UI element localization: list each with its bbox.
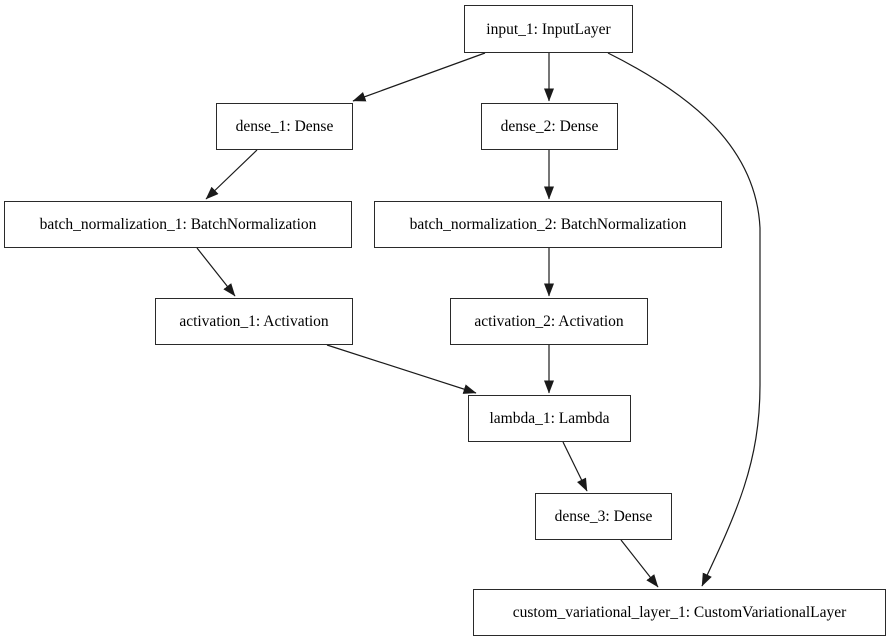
node-label-activation_2: activation_2: Activation bbox=[474, 313, 624, 331]
node-label-dense_1: dense_1: Dense bbox=[235, 118, 334, 136]
node-batch_normalization_2: batch_normalization_2: BatchNormalizatio… bbox=[374, 201, 722, 248]
node-label-batch_normalization_1: batch_normalization_1: BatchNormalizatio… bbox=[39, 216, 317, 234]
node-label-dense_2: dense_2: Dense bbox=[500, 118, 599, 136]
edge-input_1-to-custom_variational_layer_1 bbox=[607, 52, 761, 587]
node-label-custom_variational_layer_1: custom_variational_layer_1: CustomVariat… bbox=[512, 604, 847, 622]
edge-dense_3-to-custom_variational_layer_1 bbox=[620, 539, 659, 588]
node-label-input_1: input_1: InputLayer bbox=[486, 20, 611, 38]
edge-batch_normalization_1-to-activation_1 bbox=[196, 247, 236, 297]
node-custom_variational_layer_1: custom_variational_layer_1: CustomVariat… bbox=[473, 589, 886, 636]
node-label-activation_1: activation_1: Activation bbox=[179, 313, 329, 331]
edge-dense_1-to-batch_normalization_1 bbox=[205, 149, 258, 200]
node-batch_normalization_1: batch_normalization_1: BatchNormalizatio… bbox=[4, 201, 352, 248]
node-dense_1: dense_1: Dense bbox=[216, 103, 353, 150]
node-dense_3: dense_3: Dense bbox=[535, 493, 672, 540]
node-dense_2: dense_2: Dense bbox=[481, 103, 618, 150]
node-label-dense_3: dense_3: Dense bbox=[554, 508, 653, 526]
node-activation_2: activation_2: Activation bbox=[450, 298, 648, 345]
node-activation_1: activation_1: Activation bbox=[155, 298, 353, 345]
edge-activation_1-to-lambda_1 bbox=[326, 344, 477, 394]
node-label-batch_normalization_2: batch_normalization_2: BatchNormalizatio… bbox=[409, 216, 687, 234]
node-label-lambda_1: lambda_1: Lambda bbox=[489, 410, 610, 428]
edge-input_1-to-dense_1 bbox=[352, 52, 486, 102]
node-lambda_1: lambda_1: Lambda bbox=[468, 395, 631, 442]
node-input_1: input_1: InputLayer bbox=[464, 5, 633, 53]
edge-lambda_1-to-dense_3 bbox=[562, 441, 588, 492]
